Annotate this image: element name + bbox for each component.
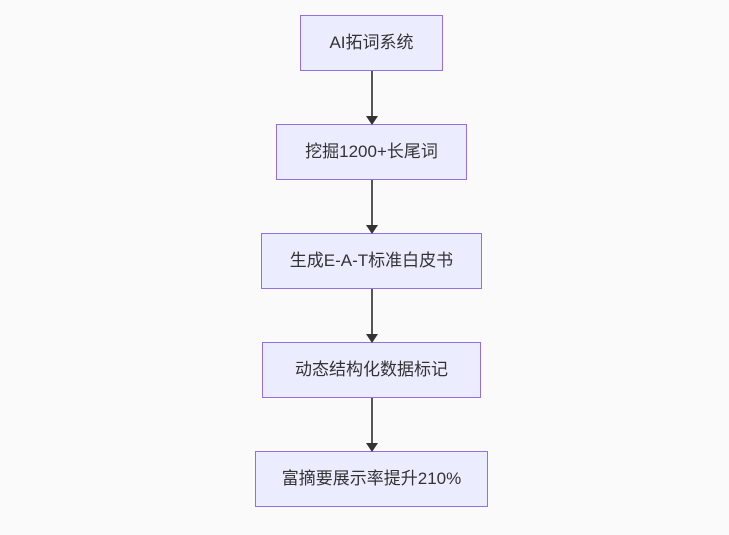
flow-arrow-3 [365,289,378,343]
arrowhead-down-icon [365,443,378,452]
arrow-line [370,180,373,227]
flow-node-label: 动态结构化数据标记 [295,359,448,379]
flow-arrow-1 [365,71,378,125]
flow-node-generate-eat-whitepaper: 生成E-A-T标准白皮书 [261,233,482,289]
arrowhead-down-icon [365,116,378,125]
flow-arrow-4 [365,398,378,452]
arrowhead-down-icon [365,225,378,234]
flow-arrow-2 [365,180,378,234]
arrow-line [370,398,373,445]
flow-node-ai-keyword-expansion-system: AI拓词系统 [300,15,443,71]
arrow-line [370,71,373,118]
flow-node-mine-longtail-keywords: 挖掘1200+长尾词 [276,124,467,180]
arrowhead-down-icon [365,334,378,343]
flow-node-label: AI拓词系统 [329,32,414,52]
flow-node-label: 富摘要展示率提升210% [281,468,462,488]
arrow-line [370,289,373,336]
flow-node-rich-snippet-rate-increase: 富摘要展示率提升210% [255,451,488,507]
flow-node-label: 生成E-A-T标准白皮书 [289,250,454,270]
flow-node-label: 挖掘1200+长尾词 [305,141,438,161]
flow-node-dynamic-structured-data-markup: 动态结构化数据标记 [262,342,481,398]
